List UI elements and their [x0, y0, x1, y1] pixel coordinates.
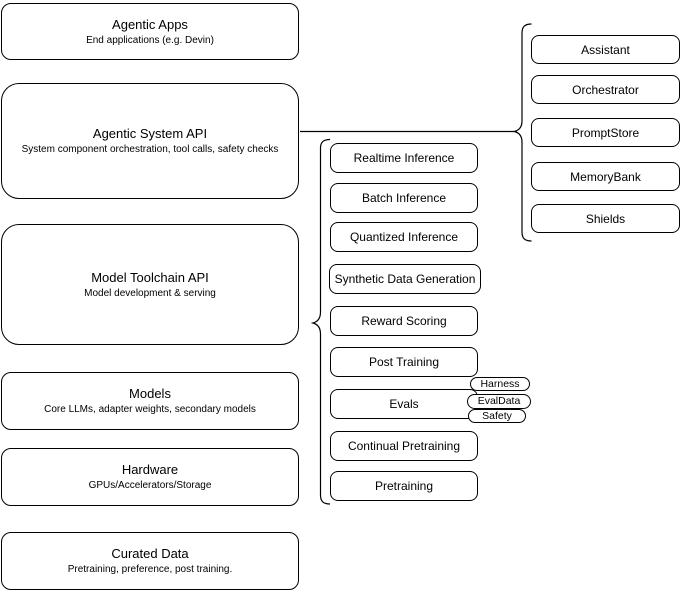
node-curated-data: Curated Data Pretraining, preference, po…	[1, 532, 299, 590]
badge-safety: Safety	[468, 409, 526, 423]
node-synthetic-data-generation: Synthetic Data Generation	[329, 264, 481, 294]
node-subtitle: GPUs/Accelerators/Storage	[88, 480, 212, 491]
node-title: Model Toolchain API	[91, 269, 209, 285]
node-reward-scoring: Reward Scoring	[330, 306, 478, 336]
node-models: Models Core LLMs, adapter weights, secon…	[1, 372, 299, 430]
node-agentic-system-api: Agentic System API System component orch…	[1, 83, 299, 199]
node-batch-inference: Batch Inference	[330, 183, 478, 213]
node-continual-pretraining: Continual Pretraining	[330, 431, 478, 461]
node-quantized-inference: Quantized Inference	[330, 222, 478, 252]
node-post-training: Post Training	[330, 347, 478, 377]
node-agentic-apps: Agentic Apps End applications (e.g. Devi…	[1, 3, 299, 60]
node-shields: Shields	[531, 204, 680, 233]
system-components-brace	[512, 23, 532, 242]
node-title: Curated Data	[111, 546, 189, 561]
toolchain-brace	[310, 138, 331, 505]
badge-harness: Harness	[470, 377, 530, 391]
node-subtitle: Core LLMs, adapter weights, secondary mo…	[44, 404, 256, 415]
node-model-toolchain-api: Model Toolchain API Model development & …	[1, 224, 299, 345]
node-title: Agentic System API	[92, 126, 208, 141]
node-subtitle: Model development & serving	[84, 287, 216, 299]
node-subtitle: System component orchestration, tool cal…	[21, 144, 279, 155]
node-title: Models	[129, 386, 171, 401]
node-subtitle: Pretraining, preference, post training.	[67, 564, 233, 575]
badge-evaldata: EvalData	[467, 394, 531, 409]
node-assistant: Assistant	[531, 35, 680, 64]
node-realtime-inference: Realtime Inference	[330, 143, 478, 173]
node-pretraining: Pretraining	[330, 471, 478, 501]
node-evals: Evals	[330, 389, 478, 419]
node-subtitle: End applications (e.g. Devin)	[86, 34, 214, 46]
node-title: Hardware	[121, 462, 179, 477]
node-memorybank: MemoryBank	[531, 162, 680, 191]
node-title: Agentic Apps	[112, 16, 188, 32]
node-orchestrator: Orchestrator	[531, 75, 680, 104]
node-promptstore: PromptStore	[531, 118, 680, 147]
node-hardware: Hardware GPUs/Accelerators/Storage	[1, 448, 299, 506]
